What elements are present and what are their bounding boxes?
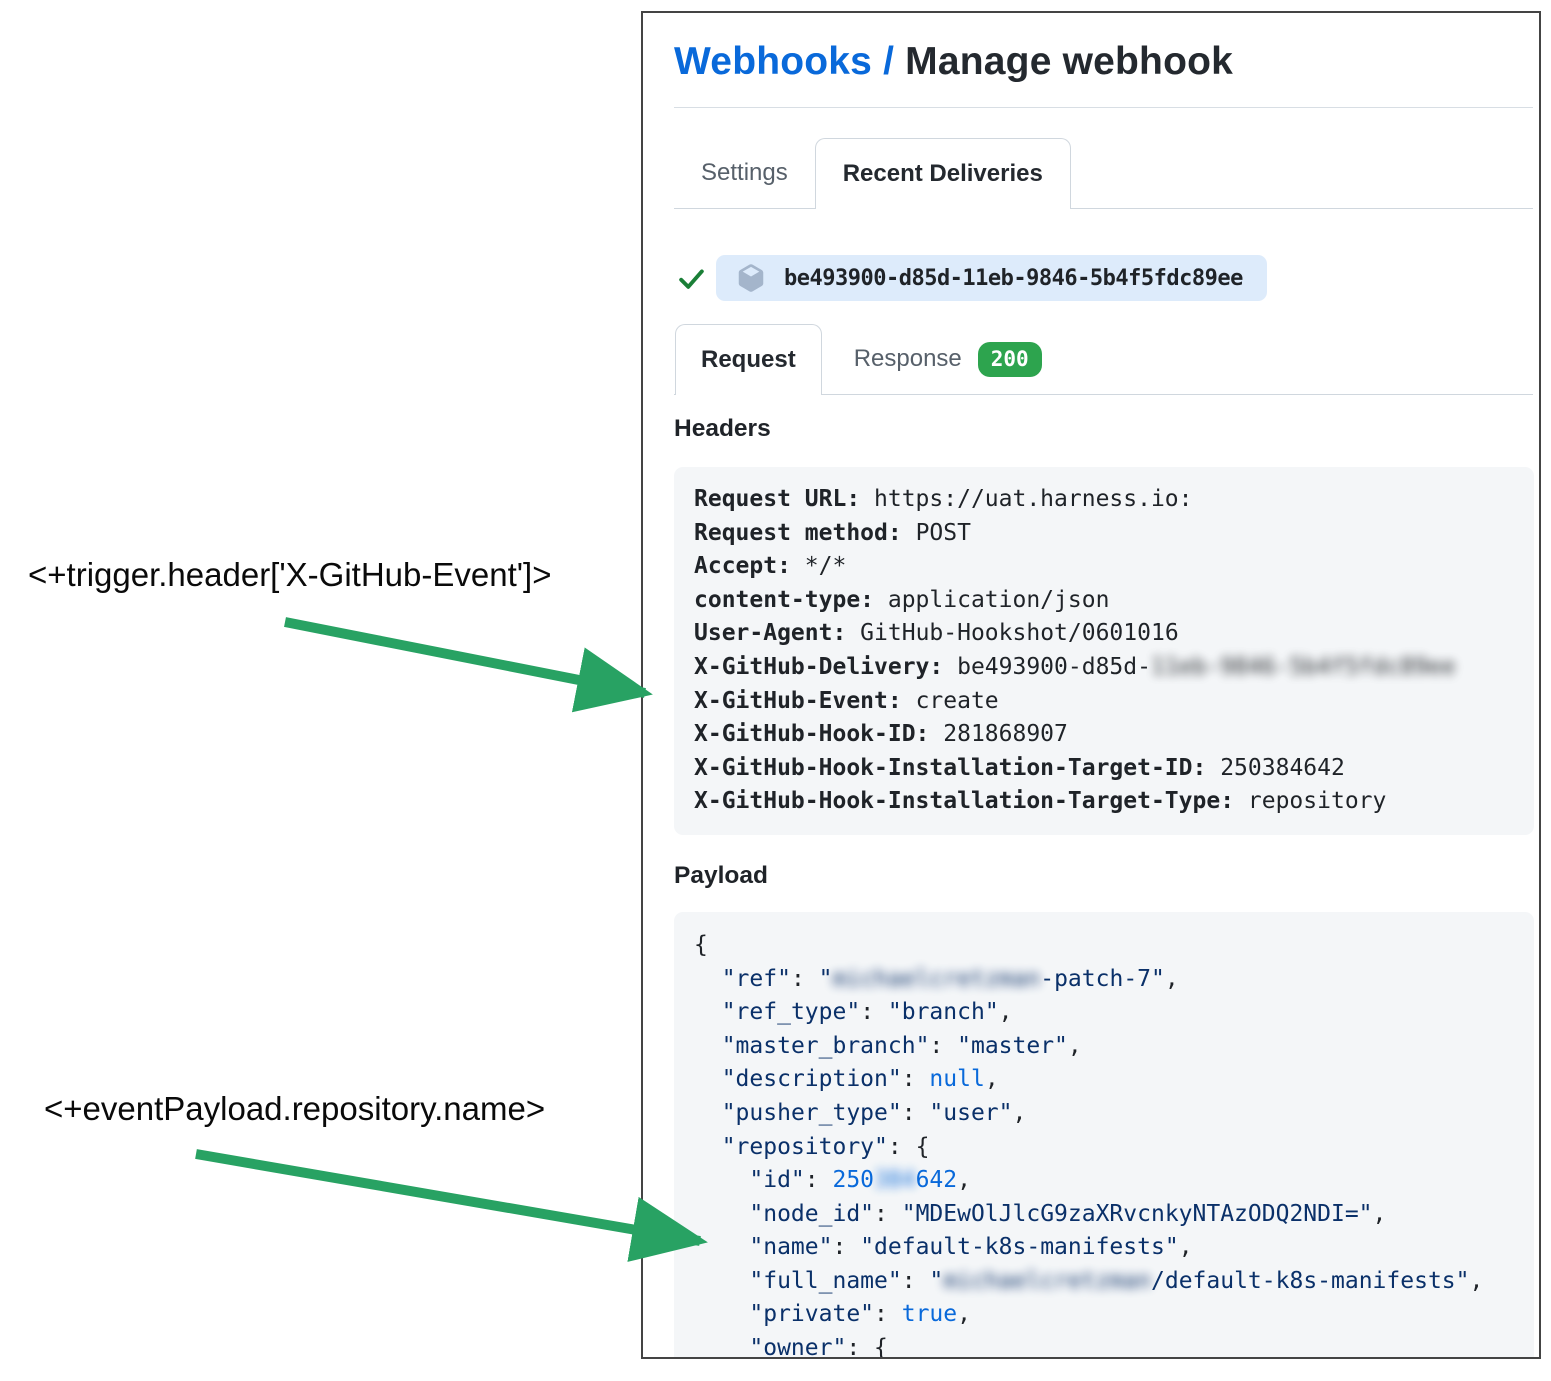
payload-expression-label: <+eventPayload.repository.name> (44, 1090, 546, 1127)
payload-line: "node_id": "MDEwOlJlcG9zaXRvcnkyNTAzODQ2… (749, 1200, 1387, 1227)
payload-line: { (694, 931, 708, 958)
trigger-expression-label: <+trigger.header['X-GitHub-Event']> (28, 556, 552, 593)
title-divider (674, 107, 1533, 108)
header-line: content-type: application/json (694, 586, 1110, 613)
page-title: Webhooks / Manage webhook (674, 39, 1509, 85)
tab-settings[interactable]: Settings (701, 159, 788, 186)
header-line: User-Agent: GitHub-Hookshot/0601016 (694, 620, 1179, 647)
headers-heading: Headers (674, 415, 771, 442)
delivery-id-pill[interactable]: be493900-d85d-11eb-9846-5b4f5fdc89ee (716, 255, 1267, 301)
main-tabs: Settings Recent Deliveries (674, 138, 1533, 209)
payload-line: "pusher_type": "user", (721, 1099, 1027, 1126)
trigger-arrow (284, 617, 653, 713)
payload-line: "full_name": "michaelcretzman/default-k8… (749, 1267, 1484, 1294)
request-response-tabs: Request Response 200 (674, 324, 1533, 395)
webhooks-breadcrumb-link[interactable]: Webhooks / (674, 40, 895, 83)
payload-line: "owner": { (749, 1335, 888, 1359)
tab-response[interactable]: Response 200 (827, 324, 1069, 394)
payload-line: "repository": { (721, 1133, 930, 1160)
header-line: Accept: */* (694, 553, 847, 580)
response-status-badge: 200 (977, 341, 1042, 377)
header-line: Request method: POST (694, 519, 971, 546)
payload-line: "description": null, (721, 1066, 999, 1093)
payload-heading: Payload (674, 861, 768, 889)
page-title-current: Manage webhook (894, 40, 1234, 83)
payload-line: "name": "default-k8s-manifests", (749, 1234, 1193, 1261)
payload-line: "ref": "michaelcretzman-patch-7", (721, 965, 1179, 992)
payload-arrow (195, 1149, 708, 1262)
headers-code-box: Request URL: https://uat.harness.io: Requ… (674, 467, 1534, 835)
header-line: X-GitHub-Hook-Installation-Target-ID: 25… (694, 754, 1345, 781)
tab-recent-deliveries[interactable]: Recent Deliveries (814, 138, 1071, 209)
payload-code-box: { "ref": "michaelcretzman-patch-7", "ref… (674, 911, 1534, 1359)
header-line: X-GitHub-Event: create (694, 687, 999, 714)
header-line: X-GitHub-Hook-ID: 281868907 (694, 721, 1068, 748)
header-line: X-GitHub-Hook-Installation-Target-Type: … (694, 788, 1387, 815)
header-line: X-GitHub-Delivery: be493900-d85d-11eb-98… (694, 653, 1456, 680)
delivery-row: be493900-d85d-11eb-9846-5b4f5fdc89ee (676, 255, 1533, 301)
payload-line: "id": 250384642, (749, 1167, 971, 1194)
delivery-id: be493900-d85d-11eb-9846-5b4f5fdc89ee (784, 265, 1243, 291)
tab-request[interactable]: Request (675, 324, 822, 395)
payload-line: "master_branch": "master", (721, 1032, 1082, 1059)
check-icon (679, 268, 704, 289)
payload-line: "ref_type": "branch", (721, 999, 1013, 1026)
header-line: Request URL: https://uat.harness.io: (694, 486, 1193, 512)
webhook-panel: Webhooks / Manage webhook Settings Recen… (641, 11, 1541, 1359)
tab-response-label: Response (853, 345, 962, 372)
package-icon (738, 264, 764, 292)
payload-line: "private": true, (749, 1301, 971, 1328)
